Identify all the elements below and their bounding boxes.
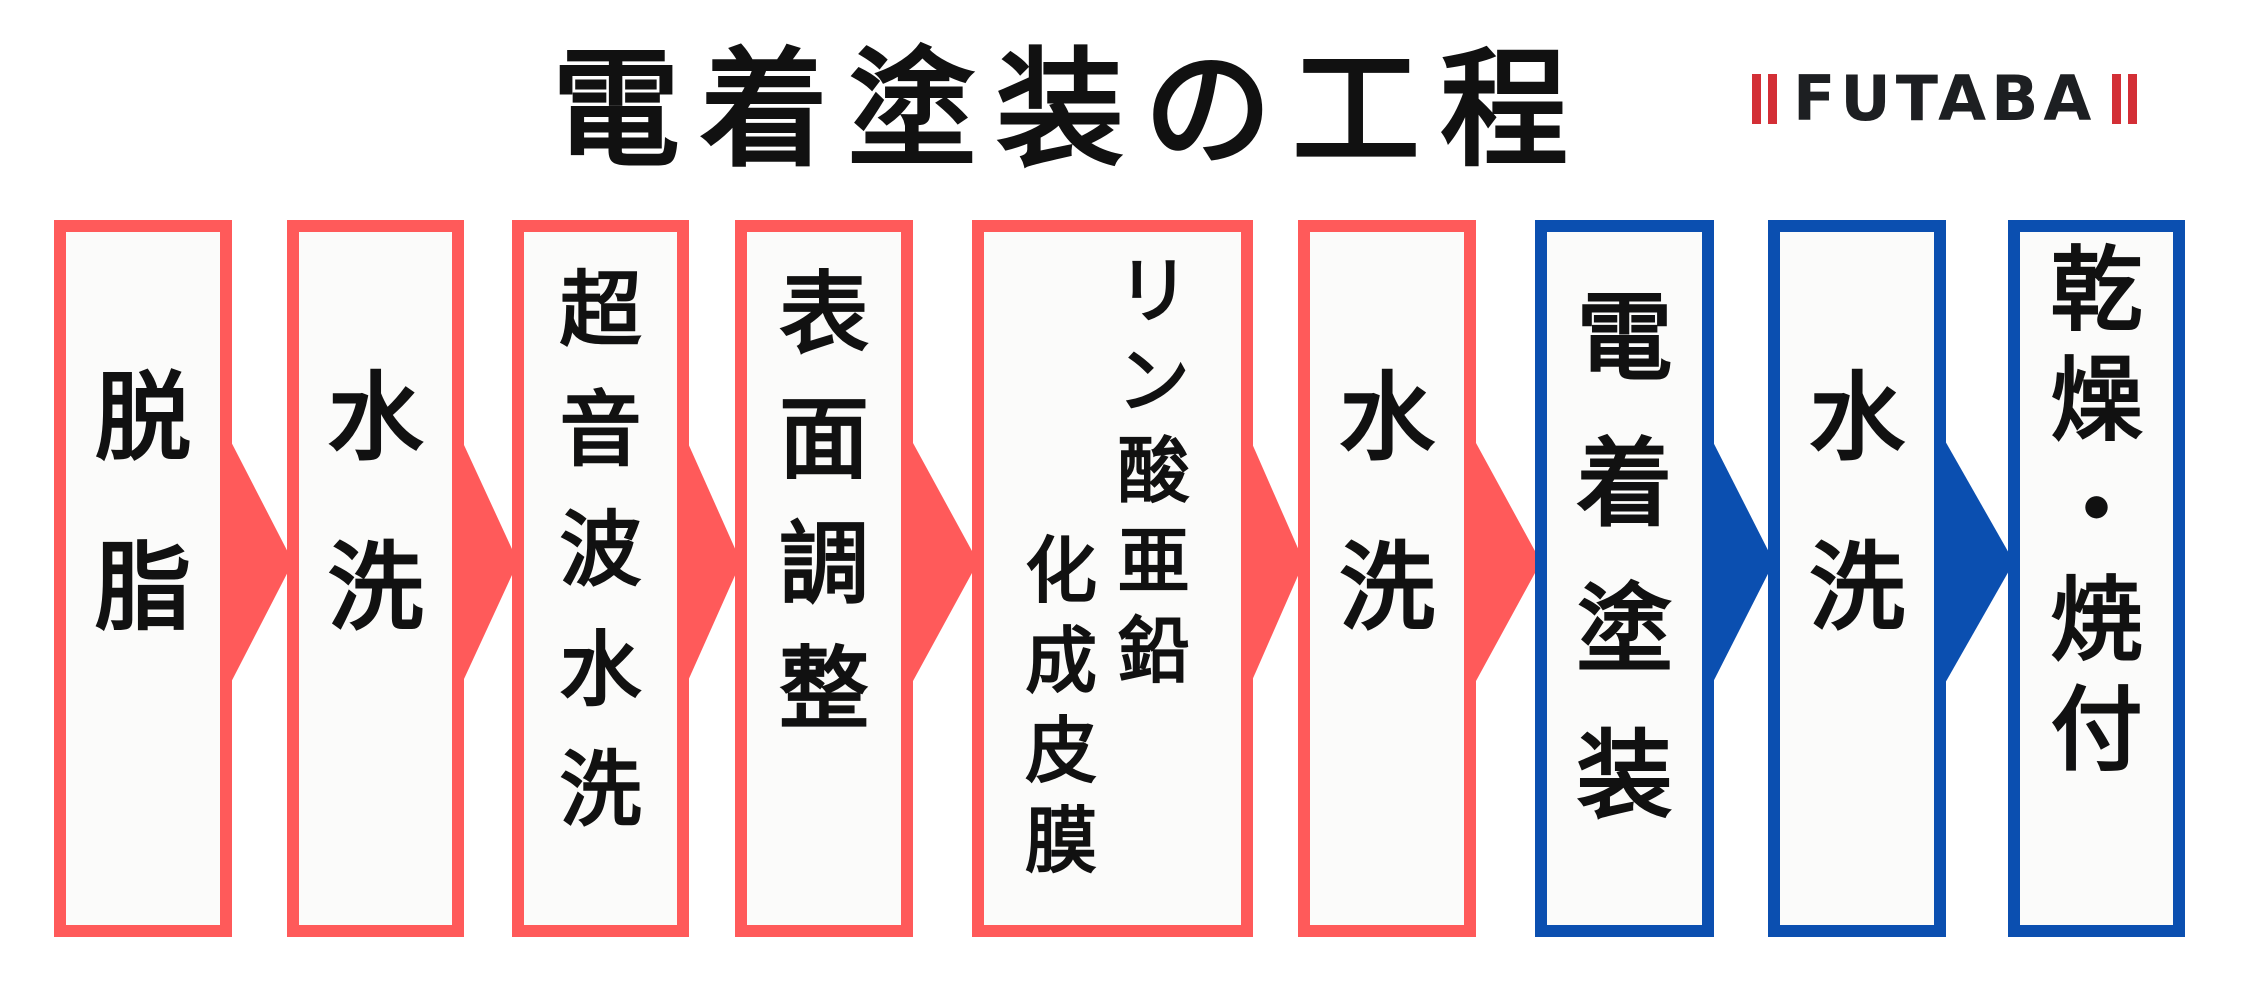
step-char: 化 [1025,529,1098,613]
step-char: 亜 [1117,519,1190,603]
step-char: 表 [779,262,869,367]
flow-arrow-icon [683,432,741,692]
step-char: 洗 [1338,532,1435,644]
step-char: 水 [559,623,642,718]
step-char: 洗 [1808,532,1905,644]
step-water-rinse-2: 水洗 [1298,220,1476,937]
step-degreasing: 脱脂 [54,220,232,937]
step-water-rinse-3: 水洗 [1768,220,1946,937]
step-label: 超音波水洗 [547,270,654,832]
step-char: 焼 [2050,567,2143,674]
step-char: 水 [327,362,424,474]
step-surface-conditioning: 表面調整 [735,220,913,937]
brand-logo: FUTABA [1752,62,2138,135]
step-char: 燥 [2050,347,2143,454]
flow-arrow-icon [1940,432,2014,692]
brand-bars-left-icon [1752,74,1777,124]
step-ultrasonic-rinse: 超音波水洗 [512,220,689,937]
step-char: 水 [1338,362,1435,474]
step-label-line-1: リン酸亜鉛 [1107,255,1201,687]
step-char: 塗 [1576,574,1673,686]
brand-name: FUTABA [1793,62,2097,135]
step-char: 乾 [2050,237,2143,344]
step-water-rinse-1: 水洗 [287,220,464,937]
step-char: 成 [1025,619,1098,703]
step-char: 鉛 [1117,609,1190,693]
flow-arrow-icon [458,432,518,692]
brand-bars-right-icon [2112,74,2138,124]
step-char: ン [1117,339,1190,423]
step-char: 電 [1576,282,1673,394]
flow-arrow-icon [907,432,978,692]
step-char: 脱 [94,362,191,474]
step-char: 酸 [1117,429,1190,513]
step-electrodeposition: 電着塗装 [1535,220,1714,937]
step-label: 水洗 [313,370,438,636]
step-char: 洗 [559,743,642,838]
step-char: 水 [1808,362,1905,474]
step-label: 乾燥・焼付 [2037,245,2157,777]
step-char: 脂 [94,532,191,644]
step-label: 表面調整 [766,270,883,735]
step-char: 装 [1576,720,1673,832]
step-zinc-phosphate-coating: リン酸亜鉛 化成皮膜 [972,220,1253,937]
step-label: 水洗 [1795,370,1920,636]
step-char: ・ [2050,457,2143,564]
step-label-line-2: 化成皮膜 [1014,535,1108,877]
step-char: 音 [559,383,642,478]
step-char: 皮 [1025,709,1098,793]
step-label: 水洗 [1325,370,1450,636]
page-title: 電着塗装の工程 [552,36,1589,185]
flow-arrow-icon [1708,432,1774,692]
step-label: 電着塗装 [1562,290,1687,824]
step-char: 超 [559,263,642,358]
step-char: 着 [1576,428,1673,540]
step-char: リ [1117,249,1190,333]
step-char: 整 [779,637,869,742]
step-char: 波 [559,503,642,598]
step-char: 洗 [327,532,424,644]
step-char: 調 [779,512,869,617]
step-drying-baking: 乾燥・焼付 [2008,220,2185,937]
step-char: 付 [2050,677,2143,784]
flow-arrow-icon [1470,432,1541,692]
step-label: 脱脂 [81,370,206,636]
flow-arrow-icon [1247,432,1304,692]
flow-arrow-icon [226,432,293,692]
step-char: 膜 [1025,799,1098,883]
step-char: 面 [779,387,869,492]
